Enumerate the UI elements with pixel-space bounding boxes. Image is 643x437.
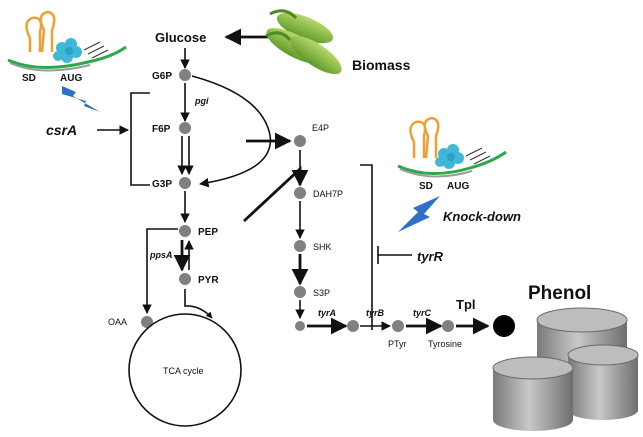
aug-label-right: AUG: [447, 181, 469, 192]
csra-bracket: [130, 92, 150, 186]
g3p-node: [179, 177, 191, 189]
s3p-label: S3P: [313, 288, 330, 298]
ptyr-label: PTyr: [388, 339, 407, 349]
f6p-node: [179, 122, 191, 134]
tyrc-label: tyrC: [413, 308, 432, 318]
f6p-label: F6P: [152, 124, 171, 135]
pyr-to-tca-arrow: [184, 289, 213, 319]
sd-label-right: SD: [419, 181, 433, 192]
e4p-node: [294, 135, 306, 147]
dah7p-label: DAH7P: [313, 189, 343, 199]
ribosome-icon-right: [397, 116, 507, 178]
tyrr-label: tyrR: [417, 249, 444, 264]
pep-label: PEP: [198, 227, 218, 238]
pgi-label: pgi: [194, 96, 209, 106]
biomass-label: Biomass: [352, 57, 411, 73]
tyrosine-label: Tyrosine: [428, 339, 462, 349]
ptyr-node: [392, 320, 404, 332]
phenol-label: Phenol: [528, 283, 591, 304]
tyrr-bracket: [360, 164, 373, 330]
s3p-node: [294, 286, 306, 298]
ppp-curve-arrow: [191, 75, 272, 188]
e4p-label: E4P: [312, 123, 329, 133]
g6p-label: G6P: [152, 71, 172, 82]
shk-node: [294, 240, 306, 252]
csra-label: csrA: [46, 122, 77, 138]
tca-cycle-circle: [128, 313, 242, 427]
tca-cycle-label: TCA cycle: [163, 366, 204, 376]
pep-to-oaa-arrow: [142, 228, 178, 314]
intermediate-node: [347, 320, 359, 332]
tyrb-label: tyrB: [366, 308, 385, 318]
chorismate-node: [295, 321, 305, 331]
lightning-bolt-icon: [62, 86, 100, 112]
corn-icon: [265, 9, 342, 75]
lightning-bolt-icon-right: [398, 196, 440, 232]
glucose-label: Glucose: [155, 30, 206, 45]
ribosome-icon-left: [7, 10, 127, 72]
sd-label-left: SD: [22, 73, 36, 84]
tyrosine-node: [442, 320, 454, 332]
dah7p-node: [294, 187, 306, 199]
pep-to-dah7p-arrow: [243, 165, 309, 223]
oaa-label: OAA: [108, 317, 127, 327]
oaa-node: [141, 316, 153, 328]
cylinder-icon: [492, 307, 639, 431]
g6p-node: [179, 69, 191, 81]
shk-label: SHK: [313, 242, 332, 252]
pep-node: [179, 225, 191, 237]
g3p-label: G3P: [152, 179, 172, 190]
knock-down-label: Knock-down: [443, 209, 521, 224]
ppsa-label: ppsA: [149, 250, 173, 260]
pyr-label: PYR: [198, 275, 219, 286]
tyra-label: tyrA: [318, 308, 336, 318]
pyr-node: [179, 273, 191, 285]
tpl-label: Tpl: [456, 297, 476, 312]
aug-label-left: AUG: [60, 73, 82, 84]
phenol-node: [493, 315, 515, 337]
